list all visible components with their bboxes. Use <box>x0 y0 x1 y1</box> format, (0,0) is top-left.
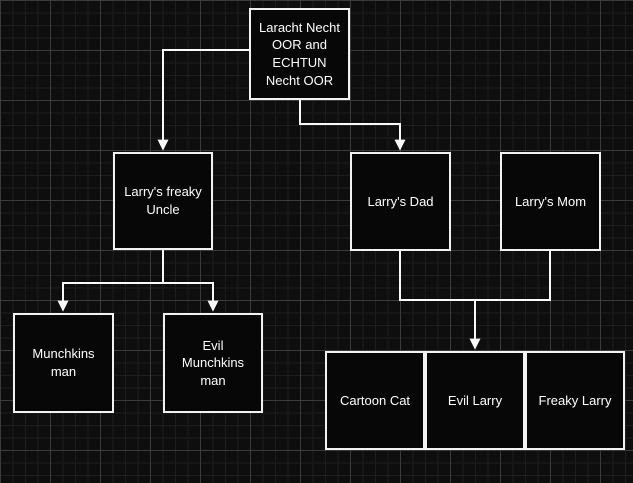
node-freaky-larry[interactable]: Freaky Larry <box>525 351 625 450</box>
node-dad[interactable]: Larry's Dad <box>350 152 451 251</box>
node-evil-munchkins-man[interactable]: Evil Munchkins man <box>163 313 263 413</box>
edge-ancestors-to-freaky-uncle[interactable] <box>157 49 249 151</box>
edge-dad-to-evil-larry[interactable] <box>399 251 481 350</box>
node-evil-munchkins-man-label: Evil Munchkins man <box>181 337 245 388</box>
node-dad-label: Larry's Dad <box>367 193 434 209</box>
node-freaky-larry-label: Freaky Larry <box>538 392 612 408</box>
node-freaky-uncle-label: Larry's freaky Uncle <box>124 184 202 217</box>
edge-freaky-uncle-to-munchkins-man[interactable] <box>57 250 164 312</box>
node-cartoon-cat[interactable]: Cartoon Cat <box>325 351 425 450</box>
node-mom[interactable]: Larry's Mom <box>500 152 601 251</box>
edge-ancestors-to-dad[interactable] <box>299 100 406 151</box>
node-ancestors-label: Laracht Necht OOR and ECHTUN Necht OOR <box>259 19 340 88</box>
node-munchkins-man-label: Munchkins man <box>32 346 95 379</box>
edge-freaky-uncle-to-evil-munchkins-man[interactable] <box>163 282 219 312</box>
node-evil-larry[interactable]: Evil Larry <box>425 351 525 450</box>
node-munchkins-man[interactable]: Munchkins man <box>13 313 114 413</box>
node-freaky-uncle[interactable]: Larry's freaky Uncle <box>113 152 213 250</box>
node-mom-label: Larry's Mom <box>514 193 587 209</box>
node-evil-larry-label: Evil Larry <box>447 392 503 408</box>
edge-mom-to-junction[interactable] <box>475 251 551 301</box>
node-ancestors[interactable]: Laracht Necht OOR and ECHTUN Necht OOR <box>249 8 350 100</box>
node-cartoon-cat-label: Cartoon Cat <box>339 392 411 408</box>
